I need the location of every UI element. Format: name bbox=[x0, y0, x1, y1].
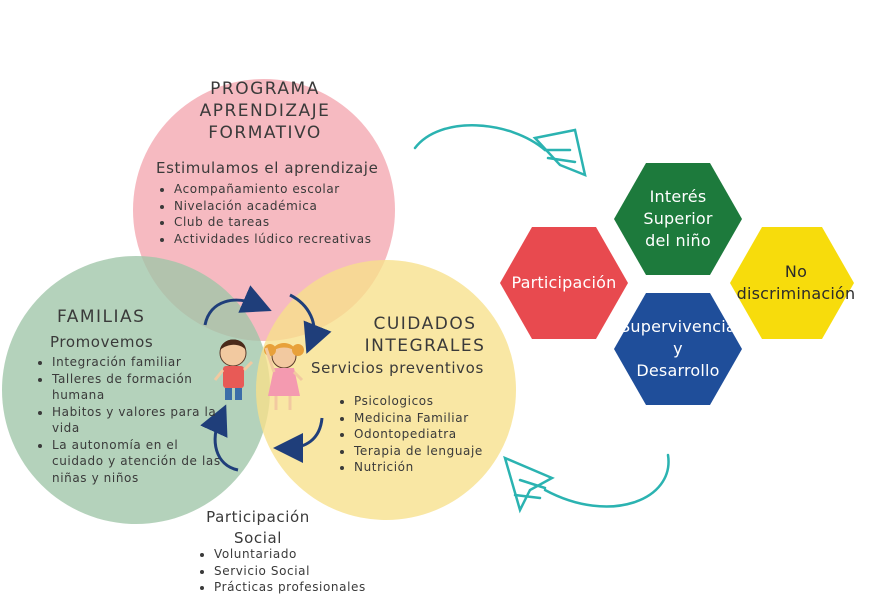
list-item: Club de tareas bbox=[174, 214, 372, 231]
hex-interes-superior bbox=[614, 163, 742, 275]
list-item: Habitos y valores para la vida bbox=[52, 404, 228, 437]
list-item: Odontopediatra bbox=[354, 426, 483, 443]
cuidados-list: Psicologicos Medicina Familiar Odontoped… bbox=[336, 393, 483, 476]
list-item: Voluntariado bbox=[214, 546, 366, 563]
hex-supervivencia-label-line-3: Desarrollo bbox=[636, 361, 720, 380]
programa-list: Acompañamiento escolar Nivelación académ… bbox=[156, 181, 372, 247]
list-item: Psicologicos bbox=[354, 393, 483, 410]
programa-title-line-1: PROGRAMA bbox=[210, 79, 320, 99]
list-item: Talleres de formación humana bbox=[52, 371, 228, 404]
list-item: Integración familiar bbox=[52, 354, 228, 371]
hex-no-discriminacion-label-line-1: No bbox=[784, 262, 808, 281]
hex-interes-label: Interés Superior del niño bbox=[614, 183, 742, 255]
hex-participacion bbox=[500, 227, 628, 339]
programa-title-line-2: APRENDIZAJE bbox=[199, 101, 331, 121]
cycle-arrow-top-right bbox=[289, 293, 332, 354]
familias-list: Integración familiar Talleres de formaci… bbox=[34, 354, 228, 486]
familias-subtitle: Promovemos bbox=[50, 333, 154, 351]
list-item: Actividades lúdico recreativas bbox=[174, 231, 372, 248]
participacion-social-list: Voluntariado Servicio Social Prácticas p… bbox=[196, 546, 366, 596]
participacion-social-title: Participación Social bbox=[198, 507, 318, 549]
hex-participacion-label: Participación bbox=[511, 273, 617, 292]
list-item: Nivelación académica bbox=[174, 198, 372, 215]
hex-interes-label-line-2: Superior bbox=[643, 209, 713, 228]
hex-supervivencia-label: Supervivencia y Desarrollo bbox=[614, 313, 742, 385]
hex-no-discriminacion-label-line-2: discriminación bbox=[736, 284, 856, 303]
list-item: Prácticas profesionales bbox=[214, 579, 366, 596]
cuidados-title: CUIDADOS INTEGRALES bbox=[350, 313, 500, 357]
hex-supervivencia-label-line-2: y bbox=[673, 339, 683, 358]
hex-supervivencia-label-line-1: Supervivencia bbox=[620, 317, 736, 336]
list-item: Nutrición bbox=[354, 459, 483, 476]
cuidados-title-line-2: INTEGRALES bbox=[364, 336, 486, 356]
cycle-arrow-top-left bbox=[203, 285, 272, 326]
hex-interes-label-line-3: del niño bbox=[645, 231, 711, 250]
list-item: Servicio Social bbox=[214, 563, 366, 580]
hex-no-discriminacion-label: No discriminación bbox=[730, 255, 862, 311]
list-item: La autonomía en el cuidado y atención de… bbox=[52, 437, 228, 487]
familias-title: FAMILIAS bbox=[57, 307, 146, 327]
cuidados-subtitle: Servicios preventivos bbox=[311, 359, 484, 377]
familias-circle bbox=[2, 256, 270, 524]
hex-no-discriminacion bbox=[730, 227, 854, 339]
participacion-social-title-line-2: Social bbox=[233, 529, 283, 547]
programa-subtitle: Estimulamos el aprendizaje bbox=[156, 159, 379, 177]
children-illustration bbox=[213, 339, 304, 410]
teal-arrow-bottom bbox=[503, 453, 670, 514]
hex-interes-label-line-1: Interés bbox=[649, 187, 707, 206]
hex-supervivencia bbox=[614, 293, 742, 405]
cuidados-title-line-1: CUIDADOS bbox=[373, 314, 477, 334]
list-item: Terapia de lenguaje bbox=[354, 443, 483, 460]
cycle-arrow-bottom-right bbox=[273, 417, 324, 463]
list-item: Medicina Familiar bbox=[354, 410, 483, 427]
participacion-social-title-line-1: Participación bbox=[206, 508, 310, 526]
teal-arrow-top bbox=[413, 124, 587, 178]
cycle-arrow-bottom-left bbox=[200, 404, 239, 472]
programa-title-line-3: FORMATIVO bbox=[208, 123, 322, 143]
list-item: Acompañamiento escolar bbox=[174, 181, 372, 198]
programa-title: PROGRAMA APRENDIZAJE FORMATIVO bbox=[170, 78, 360, 144]
